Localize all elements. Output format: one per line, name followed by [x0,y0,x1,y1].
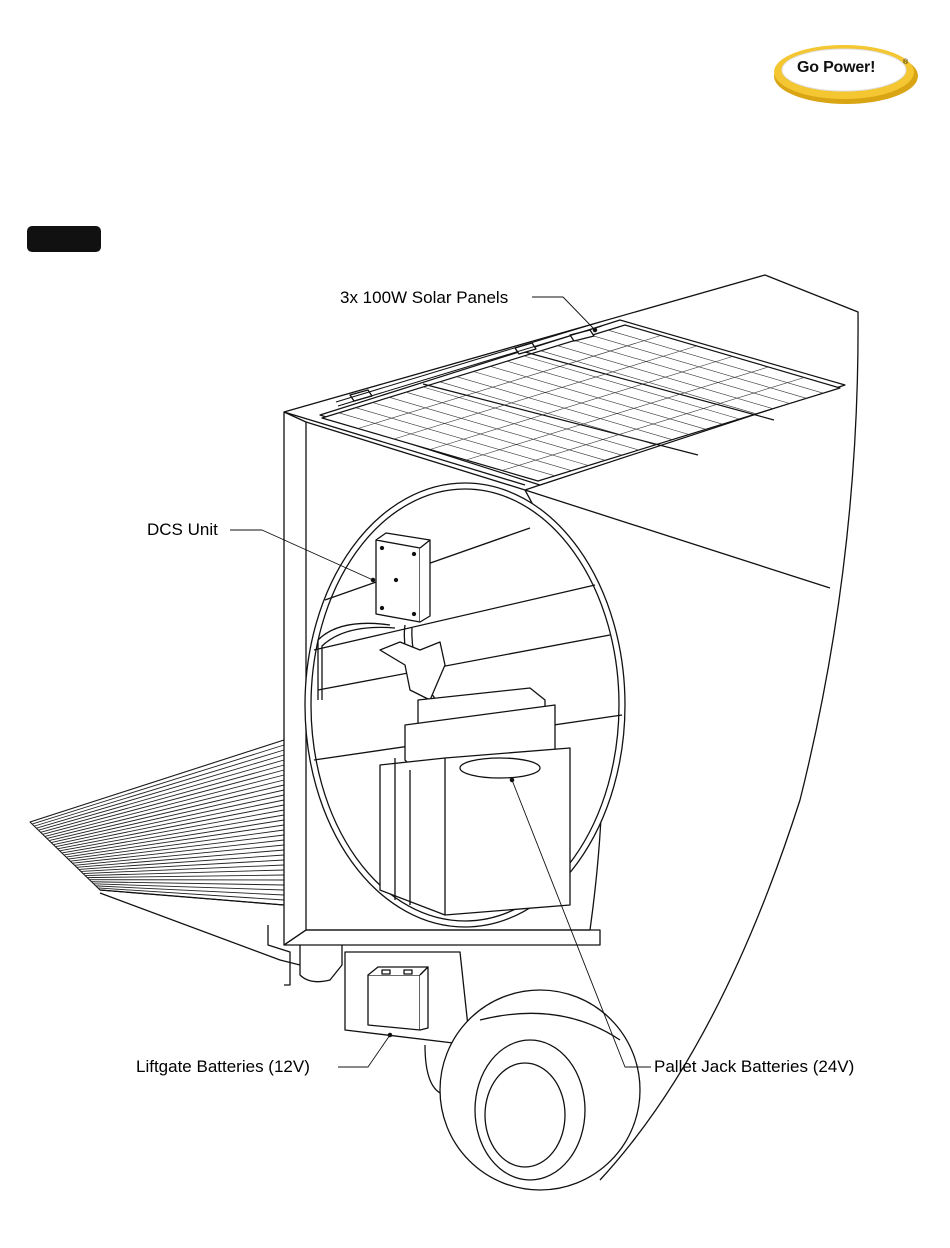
leader-liftgate [338,1035,390,1067]
solar-panels-label: 3x 100W Solar Panels [340,288,508,308]
liftgate-battery-box [345,952,470,1045]
liftgate-batteries-label: Liftgate Batteries (12V) [136,1057,310,1077]
dcs-unit-box [376,533,430,622]
trailer-wheel [440,990,640,1190]
leader-solar [532,297,595,330]
dcs-unit-label: DCS Unit [147,520,218,540]
pallet-jack-batteries-label: Pallet Jack Batteries (24V) [654,1057,854,1077]
